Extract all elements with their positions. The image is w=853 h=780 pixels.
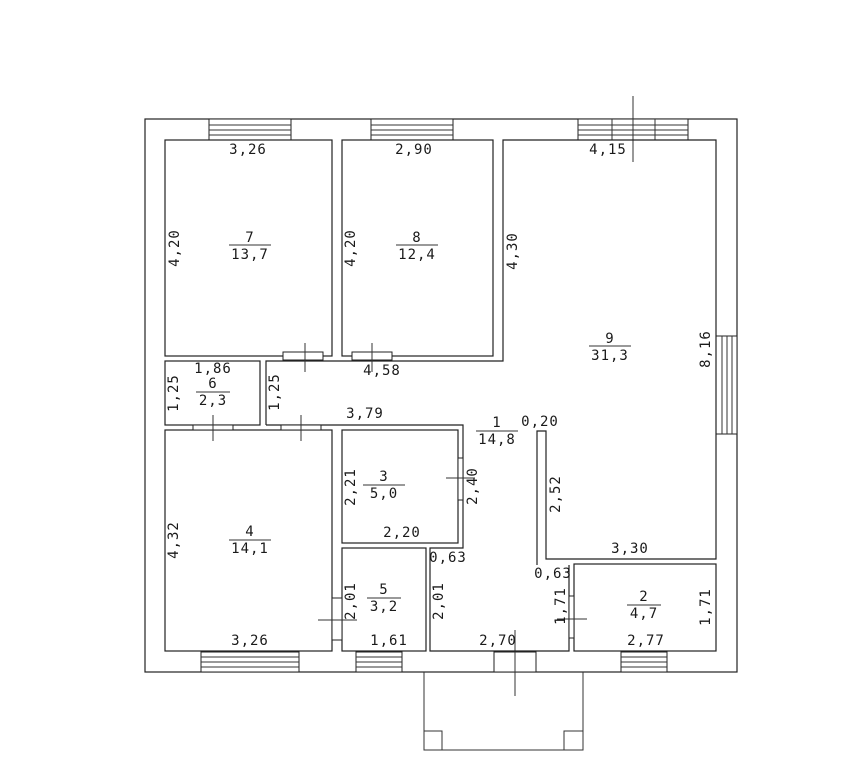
room-9-area: 31,3 xyxy=(591,348,629,364)
room-4-area: 14,1 xyxy=(231,541,269,557)
room-7-area: 13,7 xyxy=(231,247,269,263)
dim-room-2-left: 1,71 xyxy=(553,587,569,625)
room-2-number: 2 xyxy=(639,589,648,605)
window-room-9-right xyxy=(715,335,738,435)
dim-hall-top: 3,79 xyxy=(346,406,384,422)
dim-room-9-inner: 2,52 xyxy=(548,475,564,513)
window-room-7 xyxy=(208,118,292,141)
corridor-outline xyxy=(265,356,504,425)
room-4-outline xyxy=(164,429,333,652)
dim-room-9-width: 4,15 xyxy=(589,142,627,158)
dim-hall-bottom: 2,70 xyxy=(479,633,517,649)
room-8-number: 8 xyxy=(412,230,421,246)
dim-room-5-height: 2,01 xyxy=(343,582,359,620)
dim-room-3-height: 2,21 xyxy=(343,468,359,506)
dim-hall-left: 2,01 xyxy=(431,582,447,620)
window-room-8 xyxy=(370,118,454,141)
dim-room-9-height: 8,16 xyxy=(698,330,714,368)
hall-outline xyxy=(266,424,570,652)
dim-room-9-left: 4,30 xyxy=(505,232,521,270)
room-5-area: 3,2 xyxy=(370,599,398,615)
room-5-number: 5 xyxy=(379,582,388,598)
room-1-number: 1 xyxy=(492,415,501,431)
room-2-area: 4,7 xyxy=(630,606,658,622)
room-3-number: 3 xyxy=(379,469,388,485)
room-8-area: 12,4 xyxy=(398,247,436,263)
dim-room-4-height: 4,32 xyxy=(166,521,182,559)
dim-room-3-right: 2,40 xyxy=(465,467,481,505)
room-8-outline xyxy=(341,139,494,357)
dim-room-8-height: 4,20 xyxy=(343,229,359,267)
room-4-number: 4 xyxy=(245,524,254,540)
room-6-area: 2,3 xyxy=(199,393,227,409)
porch xyxy=(423,672,584,751)
dim-room-3-gap: 0,63 xyxy=(429,550,467,566)
dim-room-4-width: 3,26 xyxy=(231,633,269,649)
dim-room-7-width: 3,26 xyxy=(229,142,267,158)
dim-room-5-width: 1,61 xyxy=(370,633,408,649)
dim-room-2-width: 2,77 xyxy=(627,633,665,649)
dim-room-3-width: 2,20 xyxy=(383,525,421,541)
room-9-outline xyxy=(502,139,717,565)
dim-hall-wall: 0,20 xyxy=(521,414,559,430)
room-label-bars xyxy=(196,244,661,606)
window-room-2 xyxy=(620,651,668,673)
dim-room-6-width: 1,86 xyxy=(194,361,232,377)
room-7-number: 7 xyxy=(245,230,254,246)
door-markers xyxy=(192,343,587,641)
window-room-5 xyxy=(355,651,403,673)
dim-room-2-height: 1,71 xyxy=(698,588,714,626)
room-3-area: 5,0 xyxy=(370,486,398,502)
room-9-number: 9 xyxy=(605,331,614,347)
dim-room-9-bottom: 3,30 xyxy=(611,541,649,557)
dim-room-7-height: 4,20 xyxy=(167,229,183,267)
window-room-9-top xyxy=(577,96,689,162)
dim-room-6-height: 1,25 xyxy=(166,374,182,412)
dim-corridor-height: 1,25 xyxy=(267,373,283,411)
room-1-area: 14,8 xyxy=(478,432,516,448)
dim-room-8-width: 2,90 xyxy=(395,142,433,158)
dim-room-2-gap: 0,63 xyxy=(534,566,572,582)
window-room-4 xyxy=(200,651,300,673)
room-6-number: 6 xyxy=(208,376,217,392)
room-7-outline xyxy=(164,139,333,357)
entrance-door xyxy=(493,630,537,696)
dim-corridor-length: 4,58 xyxy=(363,363,401,379)
